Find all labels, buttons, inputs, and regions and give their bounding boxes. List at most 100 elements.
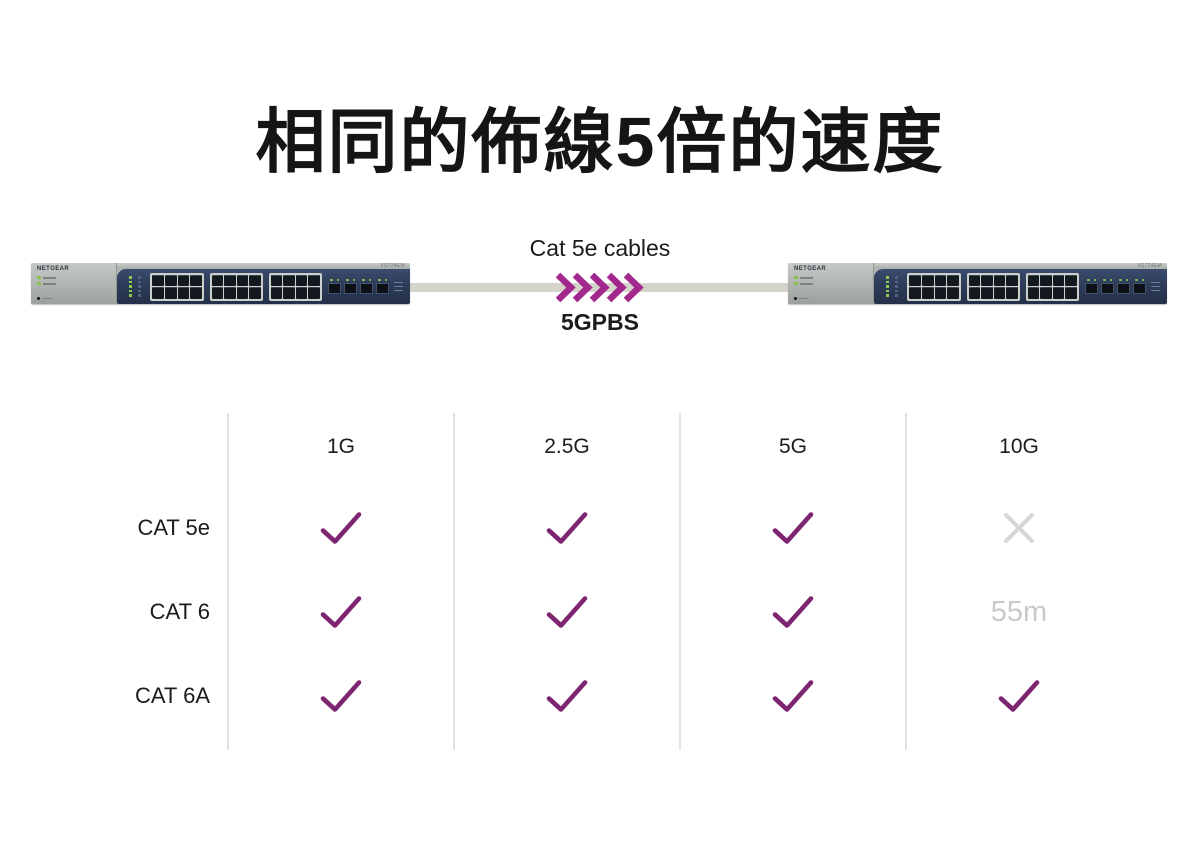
rj45-port bbox=[909, 274, 921, 286]
network-switch-left: XS724EM NETGEAR bbox=[31, 263, 410, 304]
reset-button bbox=[794, 297, 809, 300]
switch-endcap: NETGEAR bbox=[788, 263, 874, 304]
port-legend bbox=[394, 281, 406, 292]
port-led-icon bbox=[886, 276, 889, 279]
rj45-port bbox=[164, 287, 177, 299]
port-led-icon bbox=[129, 285, 132, 288]
fan-led-icon bbox=[794, 282, 798, 285]
rj45-port bbox=[295, 287, 308, 299]
port-led-icon bbox=[137, 289, 141, 293]
cell-check-icon bbox=[680, 486, 906, 570]
network-switch-right: XS724EM NETGEAR bbox=[788, 263, 1167, 304]
rj45-port bbox=[236, 287, 249, 299]
sfp-port bbox=[328, 278, 341, 295]
rj45-port bbox=[1065, 287, 1077, 299]
rj45-port bbox=[1027, 274, 1040, 286]
page-title: 相同的佈線5倍的速度 bbox=[255, 103, 945, 181]
rj45-port bbox=[993, 274, 1006, 286]
table-divider bbox=[905, 413, 907, 750]
status-leds bbox=[794, 276, 813, 288]
column-header: 1G bbox=[326, 435, 355, 458]
reset-button bbox=[37, 297, 52, 300]
cell-value: 55m bbox=[906, 570, 1132, 654]
port-led-icon bbox=[137, 294, 141, 297]
rj45-port bbox=[270, 287, 283, 299]
speed-chevrons-icon bbox=[556, 272, 648, 303]
switch-model-label: XS724EM bbox=[1137, 262, 1162, 269]
rj45-port bbox=[909, 287, 921, 299]
cell-check-icon bbox=[454, 654, 680, 738]
sfp-port-group bbox=[328, 278, 389, 295]
row-label: CAT 6 bbox=[149, 599, 210, 624]
port-led-icon bbox=[129, 294, 132, 297]
rj45-port bbox=[295, 274, 308, 286]
rj45-port bbox=[921, 287, 934, 299]
port-group bbox=[268, 272, 322, 301]
port-led-icon bbox=[886, 294, 889, 297]
rj45-port bbox=[249, 287, 261, 299]
port-group bbox=[966, 272, 1020, 301]
port-led-matrix bbox=[129, 275, 144, 299]
switch-body bbox=[874, 269, 1167, 304]
netgear-logo: NETGEAR bbox=[794, 265, 827, 272]
rj45-port bbox=[152, 274, 164, 286]
rj45-port bbox=[283, 287, 295, 299]
port-group bbox=[1025, 272, 1079, 301]
cell-check-icon bbox=[906, 654, 1132, 738]
port-led-icon bbox=[894, 280, 898, 284]
rj45-port bbox=[921, 274, 934, 286]
rj45-port bbox=[308, 274, 320, 286]
rj45-port bbox=[1052, 287, 1065, 299]
rj45-port bbox=[152, 287, 164, 299]
fan-led-icon bbox=[37, 282, 41, 285]
sfp-port bbox=[376, 278, 389, 295]
port-led-icon bbox=[894, 294, 898, 297]
rj45-port bbox=[164, 274, 177, 286]
port-led-icon bbox=[894, 289, 898, 293]
row-label: CAT 6A bbox=[135, 683, 210, 708]
cell-check-icon bbox=[228, 486, 454, 570]
sfp-port bbox=[360, 278, 373, 295]
cable-type-label: Cat 5e cables bbox=[529, 235, 671, 261]
rj45-port bbox=[1006, 274, 1018, 286]
rj45-port bbox=[981, 287, 993, 299]
switch-top-strip: XS724EM bbox=[788, 263, 1167, 269]
rj45-port bbox=[211, 287, 224, 299]
switch-model-label: XS724EM bbox=[380, 262, 405, 269]
distance-limit-value: 55m bbox=[990, 595, 1048, 628]
column-header: 2.5G bbox=[544, 435, 590, 458]
port-group bbox=[150, 272, 204, 301]
port-led-icon bbox=[129, 289, 132, 293]
rj45-port bbox=[224, 274, 236, 286]
rj45-port bbox=[981, 274, 993, 286]
port-led-icon bbox=[137, 285, 141, 288]
cell-check-icon bbox=[228, 570, 454, 654]
netgear-logo: NETGEAR bbox=[37, 265, 70, 272]
sfp-port bbox=[344, 278, 357, 295]
rj45-port bbox=[1040, 287, 1052, 299]
cell-check-icon bbox=[228, 654, 454, 738]
table-divider bbox=[227, 413, 229, 750]
rj45-port bbox=[283, 274, 295, 286]
switch-body bbox=[117, 269, 410, 304]
rj45-port bbox=[1052, 274, 1065, 286]
port-led-icon bbox=[886, 280, 889, 284]
ethernet-cable bbox=[400, 283, 800, 292]
rj45-port bbox=[177, 287, 190, 299]
port-led-matrix bbox=[886, 275, 901, 299]
rj45-port bbox=[308, 287, 320, 299]
port-led-icon bbox=[886, 285, 889, 288]
rj45-port bbox=[1040, 274, 1052, 286]
port-legend bbox=[1151, 281, 1163, 292]
cell-check-icon bbox=[680, 654, 906, 738]
switch-endcap: NETGEAR bbox=[31, 263, 117, 304]
power-led-icon bbox=[794, 276, 798, 279]
port-led-icon bbox=[137, 276, 141, 279]
port-led-icon bbox=[137, 280, 141, 284]
sfp-port bbox=[1117, 278, 1130, 295]
cell-check-icon bbox=[454, 486, 680, 570]
rj45-port bbox=[968, 287, 981, 299]
speed-label: 5GPBS bbox=[561, 309, 639, 335]
